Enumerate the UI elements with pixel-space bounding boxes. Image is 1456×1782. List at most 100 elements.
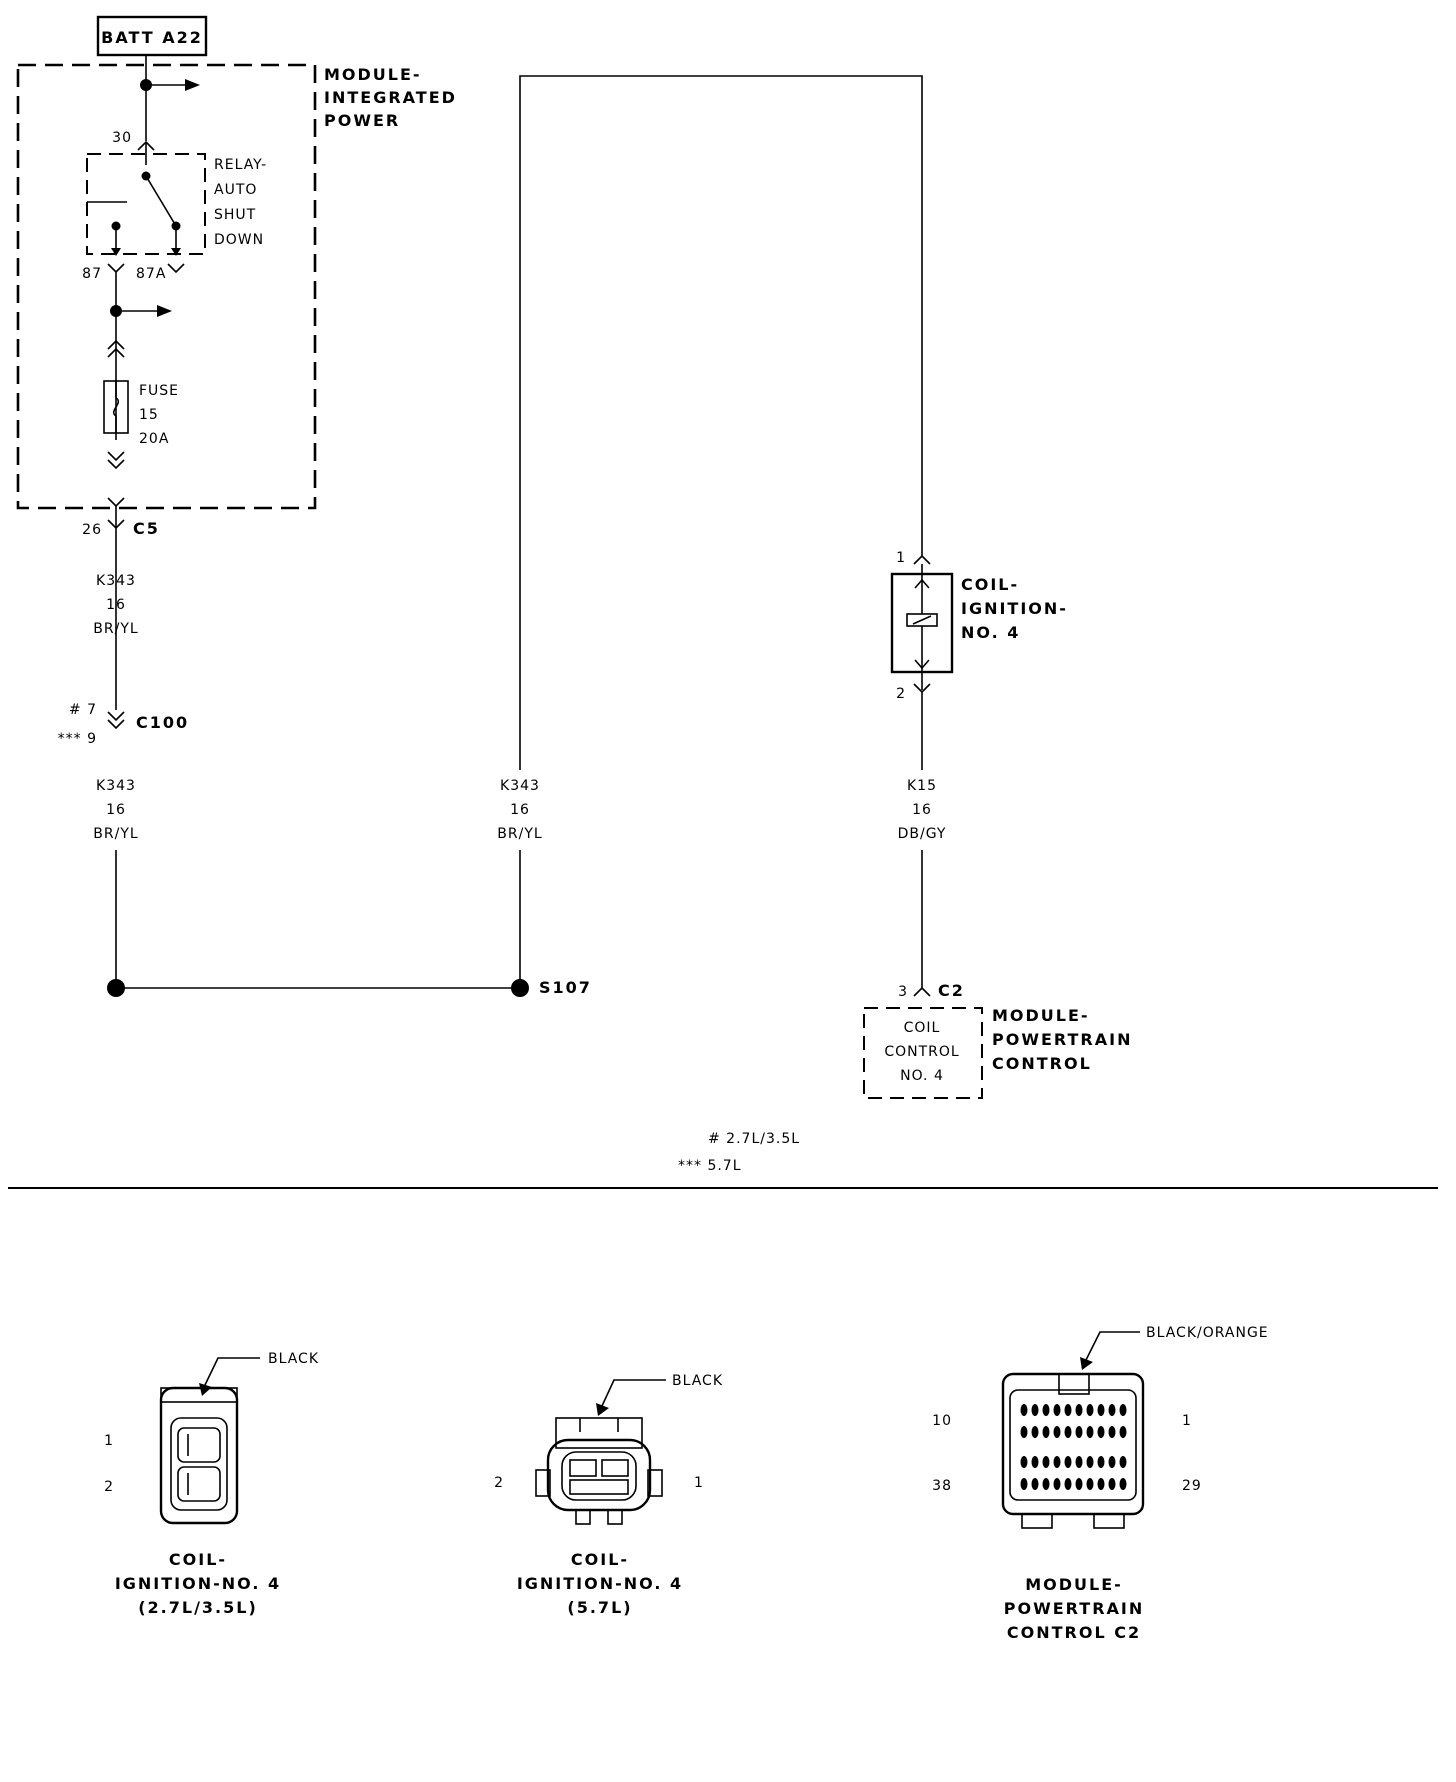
pcm-pin-cavity: [1075, 1456, 1083, 1468]
ipm-label-2: INTEGRATED: [324, 88, 457, 107]
connector-2-title-3: (5.7L): [567, 1598, 632, 1617]
relay-label-2: AUTO: [214, 182, 257, 198]
relay-box: [86, 153, 206, 255]
connector-1-color: BLACK: [268, 1351, 319, 1367]
fuse-label-2: 15: [139, 407, 159, 423]
c5-name: C5: [133, 519, 160, 538]
wire-k343-b-1: K343: [96, 778, 136, 794]
relay-pin-87a: 87A: [136, 266, 166, 282]
pcm-pin-cavity: [1042, 1404, 1050, 1416]
c2-name: C2: [938, 981, 965, 1000]
ipm-mid-arrow: [157, 305, 172, 317]
c100-name: C100: [136, 713, 189, 732]
pcm-pin-cavity: [1020, 1456, 1028, 1468]
ipm-label-3: POWER: [324, 111, 400, 130]
pcm-pin-cavity: [1042, 1478, 1050, 1490]
connector-3-title-3: CONTROL C2: [1007, 1623, 1141, 1642]
connector-3-pin-10: 10: [932, 1413, 952, 1429]
connector-3-pin-38: 38: [932, 1478, 952, 1494]
footnote-1: # 2.7L/3.5L: [708, 1131, 800, 1147]
c2-pin: 3: [898, 984, 908, 1000]
pcm-pin-cavity: [1042, 1426, 1050, 1438]
pcm-pin-cavity: [1031, 1478, 1039, 1490]
connector-1-pin-b: 2: [104, 1479, 114, 1495]
wire-k15-1: K15: [907, 778, 937, 794]
pcm-pin-cavity: [1108, 1456, 1116, 1468]
batt-box: [96, 15, 208, 57]
wire-k343-c-2: 16: [510, 802, 530, 818]
pcm-pin-cavity: [1108, 1478, 1116, 1490]
wire-k343-a-3: BR/YL: [93, 621, 138, 637]
pcm-inner-2: CONTROL: [884, 1044, 959, 1060]
pcm-pin-cavity: [1075, 1478, 1083, 1490]
pcm-pin-cavity: [1020, 1426, 1028, 1438]
pcm-pin-cavity: [1097, 1478, 1105, 1490]
pcm-pin-cavity: [1075, 1404, 1083, 1416]
pcm-pin-cavity: [1086, 1404, 1094, 1416]
wire-k15-2: 16: [912, 802, 932, 818]
ipm-label-1: MODULE-: [324, 65, 422, 84]
pcm-pin-cavity: [1097, 1456, 1105, 1468]
wire-k343-c-1: K343: [500, 778, 540, 794]
connector-1-pin-a: 1: [104, 1433, 114, 1449]
pcm-pin-cavity: [1053, 1478, 1061, 1490]
pcm-pin-cavity: [1108, 1404, 1116, 1416]
coil-pin-1: 1: [896, 550, 906, 566]
pcm-pin-cavity: [1064, 1426, 1072, 1438]
pcm-pin-cavity: [1097, 1404, 1105, 1416]
connector-coil-5.7-view: [535, 1379, 666, 1525]
connector-3-pin-29: 29: [1182, 1478, 1202, 1494]
connector-2-pin-a: 2: [494, 1475, 504, 1491]
coil-label-3: NO. 4: [961, 623, 1020, 642]
pcm-pin-field: [1020, 1404, 1127, 1490]
relay-pin-30: 30: [112, 130, 132, 146]
ipm-top-arrow: [185, 79, 200, 91]
coil-pin-2: 2: [896, 686, 906, 702]
relay-label-4: DOWN: [214, 232, 264, 248]
pcm-pin-cavity: [1053, 1426, 1061, 1438]
wire-k343-c-3: BR/YL: [497, 826, 542, 842]
pcm-label-3: CONTROL: [992, 1054, 1092, 1073]
fuse-label-1: FUSE: [139, 383, 179, 399]
relay-label-1: RELAY-: [214, 157, 267, 173]
pcm-pin-cavity: [1119, 1404, 1127, 1416]
batt-label: BATT A22: [101, 28, 203, 47]
coil-label-1: COIL-: [961, 575, 1019, 594]
pcm-pin-cavity: [1119, 1426, 1127, 1438]
pcm-pin-cavity: [1042, 1456, 1050, 1468]
pcm-pin-cavity: [1119, 1478, 1127, 1490]
wire-k15-3: DB/GY: [898, 826, 947, 842]
wire-k343-a-2: 16: [106, 597, 126, 613]
connector-2-color: BLACK: [672, 1373, 723, 1389]
pcm-pin-cavity: [1064, 1404, 1072, 1416]
connector-1-title-3: (2.7L/3.5L): [138, 1598, 258, 1617]
pcm-pin-cavity: [1064, 1456, 1072, 1468]
pcm-label-2: POWERTRAIN: [992, 1030, 1132, 1049]
pcm-pin-cavity: [1020, 1404, 1028, 1416]
pcm-pin-cavity: [1053, 1456, 1061, 1468]
connector-1-title-1: COIL-: [169, 1550, 227, 1569]
wire-k343-b-3: BR/YL: [93, 826, 138, 842]
fuse-label-3: 20A: [139, 431, 169, 447]
pcm-pin-cavity: [1086, 1456, 1094, 1468]
connector-3-title-2: POWERTRAIN: [1004, 1599, 1144, 1618]
pcm-pin-cavity: [1020, 1478, 1028, 1490]
c100-pin-star: *** 9: [58, 731, 97, 747]
pcm-pin-cavity: [1075, 1426, 1083, 1438]
pcm-pin-cavity: [1031, 1456, 1039, 1468]
pcm-pin-cavity: [1031, 1426, 1039, 1438]
connector-3-color: BLACK/ORANGE: [1146, 1325, 1269, 1341]
connector-2-pin-b: 1: [694, 1475, 704, 1491]
pcm-pin-cavity: [1097, 1426, 1105, 1438]
wire-k343-a-1: K343: [96, 573, 136, 589]
relay-switch-arm: [145, 175, 177, 227]
splice-label: S107: [539, 978, 592, 997]
pcm-pin-cavity: [1108, 1426, 1116, 1438]
connector-coil-2.7-3.5-view: [159, 1357, 260, 1525]
pcm-inner-3: NO. 4: [900, 1068, 944, 1084]
connector-2-title-2: IGNITION-NO. 4: [517, 1574, 683, 1593]
pcm-pin-cavity: [1053, 1404, 1061, 1416]
pcm-label-1: MODULE-: [992, 1006, 1090, 1025]
wire-k343-b-2: 16: [106, 802, 126, 818]
